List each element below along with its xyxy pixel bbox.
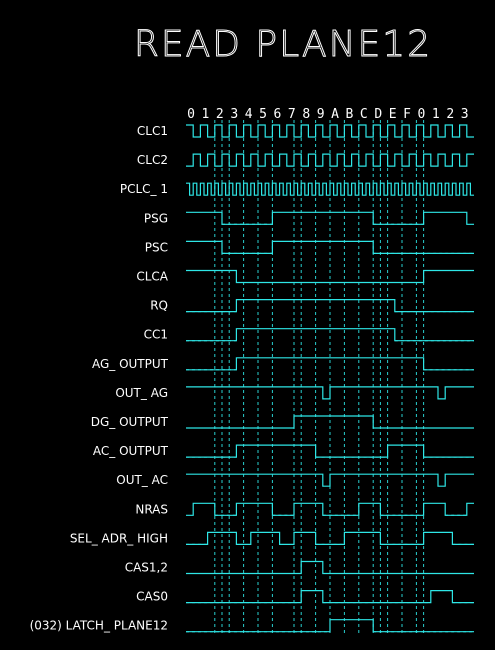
- signal-row: PSG: [144, 211, 474, 225]
- tick-label: 8: [302, 107, 310, 122]
- signal-row: PCLC_ 1: [120, 182, 474, 196]
- signal-row: CLCA: [136, 270, 474, 284]
- signal-label: CLCA: [136, 270, 168, 284]
- signal-waveform: [186, 415, 474, 429]
- signal-row: OUT_ AC: [116, 473, 474, 487]
- signal-waveform: [186, 560, 474, 575]
- signal-row: SEL_ ADR_ HIGH: [70, 531, 474, 545]
- signal-row: CLC1: [137, 124, 474, 138]
- tick-label: 9: [317, 107, 325, 122]
- tick-label: 4: [245, 107, 253, 122]
- signal-waveform: [186, 269, 474, 284]
- signal-label: OUT_ AG: [115, 386, 168, 400]
- tick-label: 2: [446, 107, 454, 122]
- signal-label: PSC: [145, 240, 168, 254]
- tick-label: E: [389, 107, 397, 122]
- tick-label: 3: [461, 107, 469, 122]
- timing-guide-lines: [214, 120, 425, 636]
- signal-label: PSG: [144, 211, 168, 225]
- signal-waveform: [186, 153, 474, 167]
- tick-label: B: [346, 107, 354, 122]
- signal-waveform: [186, 240, 474, 254]
- tick-label: C: [360, 107, 368, 122]
- tick-label: A: [331, 107, 339, 122]
- signal-label: (032) LATCH_ PLANE12: [30, 619, 168, 633]
- signal-row: RQ: [150, 299, 474, 313]
- signal-label: AG_ OUTPUT: [92, 357, 169, 371]
- tick-label: 3: [230, 107, 238, 122]
- signal-waveform: [186, 357, 474, 371]
- tick-label: 1: [432, 107, 440, 122]
- signal-waveform: [186, 444, 474, 458]
- signal-row: (032) LATCH_ PLANE12: [30, 619, 474, 633]
- signal-label: NRAS: [135, 502, 168, 516]
- signal-waveform: [186, 211, 474, 225]
- signal-label: DG_ OUTPUT: [91, 415, 169, 429]
- signal-label: CAS0: [136, 590, 168, 604]
- tick-label: F: [403, 107, 411, 122]
- signal-label: SEL_ ADR_ HIGH: [70, 531, 168, 545]
- signal-waveform: [186, 182, 474, 196]
- signal-row: CLC2: [137, 153, 474, 167]
- signal-waveform: [186, 590, 474, 604]
- diagram-title: READ PLANE12: [134, 24, 432, 65]
- signal-row: CAS1,2: [125, 561, 474, 575]
- signal-waveform: [186, 386, 474, 400]
- signal-label: OUT_ AC: [116, 473, 168, 487]
- signal-waveform: [186, 502, 474, 516]
- signal-waveform: [186, 531, 474, 545]
- tick-label: 2: [216, 107, 224, 122]
- signal-label: RQ: [150, 299, 168, 313]
- signal-row: OUT_ AG: [115, 386, 474, 400]
- signal-label: CC1: [144, 328, 168, 342]
- signal-waveform: [186, 124, 474, 138]
- tick-label: D: [374, 107, 382, 122]
- signal-row: DG_ OUTPUT: [91, 415, 474, 429]
- tick-label: 7: [288, 107, 296, 122]
- tick-label: 6: [274, 107, 282, 122]
- signal-row: PSC: [145, 240, 474, 254]
- signal-label: CAS1,2: [125, 561, 168, 575]
- signal-label: CLC1: [137, 124, 168, 138]
- tick-label: 0: [418, 107, 426, 122]
- signal-waveform: [186, 299, 474, 313]
- signal-row: AG_ OUTPUT: [92, 357, 474, 371]
- signal-waveform: [186, 473, 474, 487]
- tick-label: 1: [202, 107, 210, 122]
- signal-label: CLC2: [137, 153, 168, 167]
- signal-row: NRAS: [135, 502, 474, 516]
- signal-waveform: [186, 619, 474, 633]
- signal-waveform: [186, 328, 474, 342]
- signal-row: CAS0: [136, 590, 474, 604]
- signal-row: AC_ OUTPUT: [93, 444, 474, 458]
- tick-label: 5: [259, 107, 267, 122]
- signal-label: PCLC_ 1: [120, 182, 168, 196]
- signal-label: AC_ OUTPUT: [93, 444, 169, 458]
- signal-row: CC1: [144, 328, 474, 342]
- tick-label: 0: [187, 107, 195, 122]
